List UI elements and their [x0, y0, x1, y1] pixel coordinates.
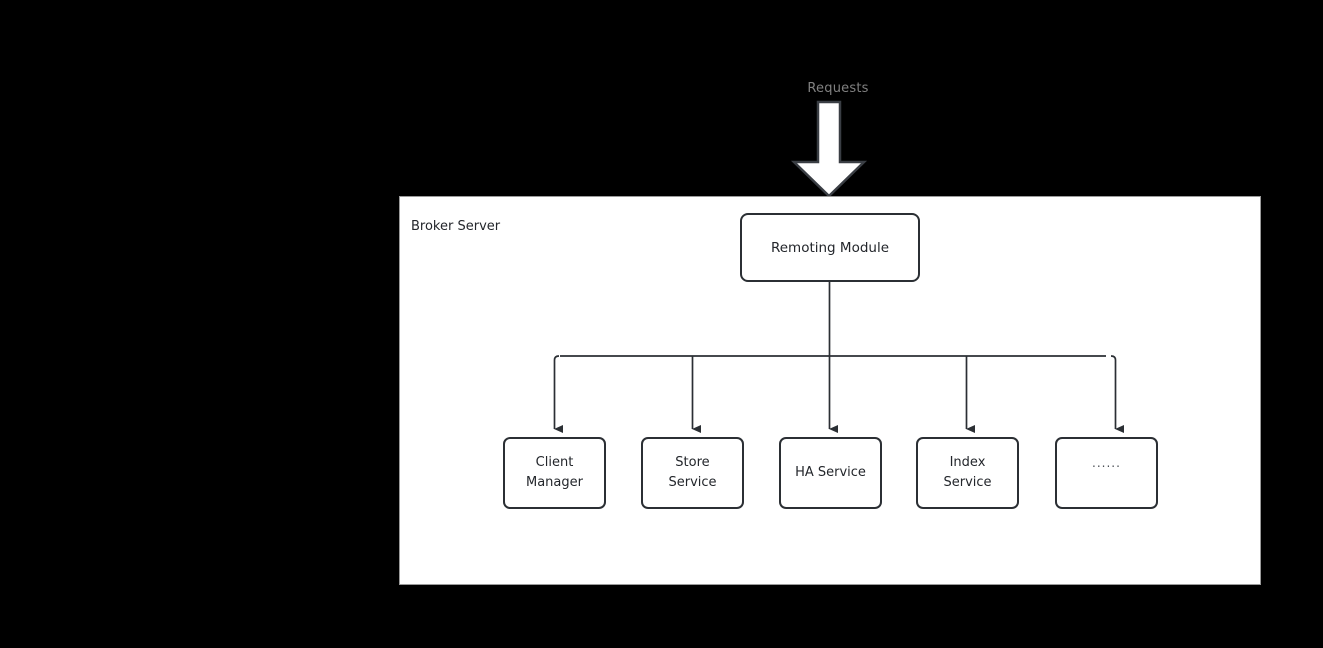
node-index-service[interactable]: Index Service	[916, 437, 1019, 509]
node-more-services[interactable]: ......	[1055, 437, 1158, 509]
broker-server-panel: Broker Server	[399, 196, 1261, 585]
node-store-service-label: Store Service	[668, 455, 717, 490]
node-ha-service[interactable]: HA Service	[779, 437, 882, 509]
node-more-services-label: ......	[1092, 456, 1121, 470]
node-remoting-module-label: Remoting Module	[770, 239, 890, 256]
down-block-arrow-icon	[790, 100, 886, 200]
node-ha-service-label: HA Service	[795, 465, 866, 480]
node-client-manager-label: Client Manager	[526, 455, 583, 490]
node-remoting-module[interactable]: Remoting Module	[740, 213, 920, 282]
requests-label: Requests	[807, 81, 869, 96]
node-index-service-label: Index Service	[943, 455, 992, 490]
node-client-manager[interactable]: Client Manager	[503, 437, 606, 509]
broker-server-title: Broker Server	[411, 219, 501, 234]
node-store-service[interactable]: Store Service	[641, 437, 744, 509]
connector-lines	[553, 282, 1124, 433]
